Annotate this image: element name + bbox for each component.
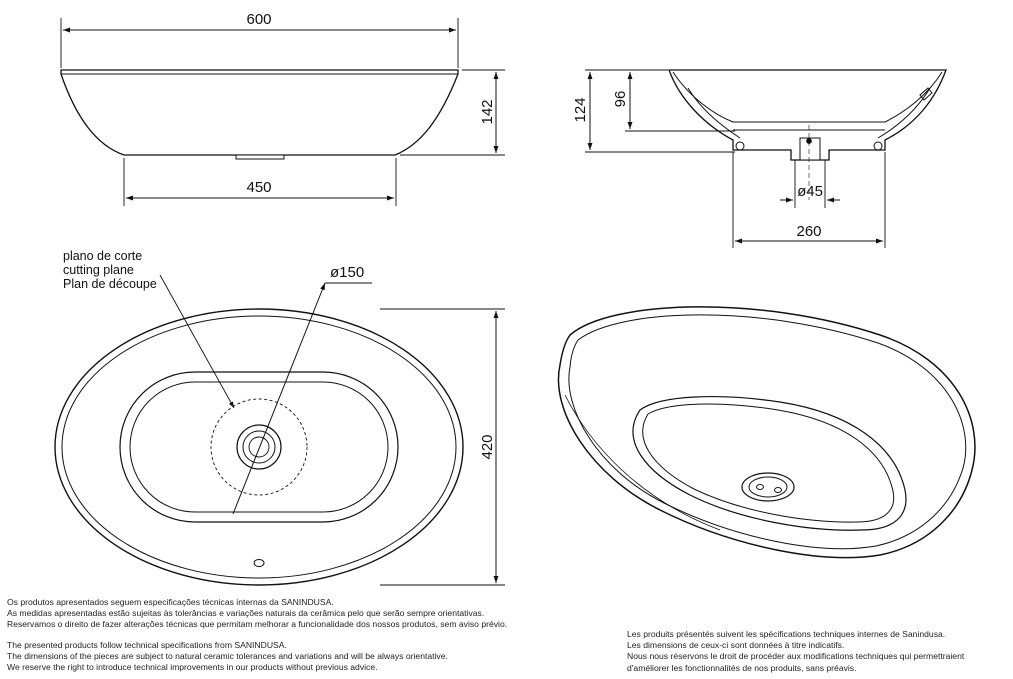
waste-outlet-front [235, 154, 285, 160]
plan-drain-cutting-circle [210, 398, 308, 496]
note-en-1: The presented products follow technical … [7, 639, 287, 650]
note-en-2: The dimensions of the pieces are subject… [7, 650, 448, 661]
plan-view [54, 274, 505, 586]
dimension-260-label: 260 [796, 223, 821, 240]
section-view [585, 69, 947, 248]
drain-diameter-label: ø150 [330, 264, 364, 281]
drain-diameter-leader [232, 282, 326, 515]
dimension-420-label: 420 [479, 434, 496, 459]
perspective-outer-rim [557, 306, 976, 559]
section-waste [799, 137, 821, 161]
note-pt-1: Os produtos apresentados seguem especifi… [7, 597, 334, 607]
section-outer-shell [668, 69, 947, 161]
disclaimer-left: Os produtos apresentados seguem especifi… [7, 597, 507, 673]
perspective-basin-floor [632, 396, 907, 531]
note-fr-3: Nous nous réservons le droit de procéder… [627, 651, 965, 662]
dimension-450-label: 450 [246, 179, 271, 196]
dimension-o45-label: ø45 [797, 183, 823, 200]
cutting-plane-label-fr: Plan de découpe [63, 277, 157, 291]
dimension-600-label: 600 [246, 11, 271, 28]
plan-basin-floor [119, 371, 399, 523]
cutting-plane-label-pt: plano de corte [63, 249, 142, 263]
plan-outer-rim [54, 308, 464, 586]
plan-overflow [253, 559, 265, 567]
dimension-142-label: 142 [479, 99, 496, 124]
note-fr-2: Les dimensions de ceux-ci sont données à… [627, 640, 845, 651]
note-pt-3: Reservamos o direito de fazer alterações… [7, 619, 508, 630]
cutting-plane-label-en: cutting plane [63, 263, 134, 277]
dimension-96-label: 96 [612, 91, 629, 108]
basin-front-outline [60, 69, 459, 156]
plan-drain [236, 424, 282, 470]
note-fr-4: d'améliorer les fonctionnalités de nos p… [627, 662, 857, 673]
note-en-3: We reserve the right to introduce techni… [7, 662, 378, 673]
perspective-drain [741, 472, 795, 502]
section-inner-surface [672, 71, 943, 123]
disclaimer-right: Les produits présentés suivent les spéci… [627, 629, 964, 674]
dimension-124-label: 124 [572, 97, 589, 122]
perspective-view [557, 306, 976, 559]
front-elevation-view [60, 18, 505, 206]
note-fr-1: Les produits présentés suivent les spéci… [627, 629, 946, 639]
note-pt-2: As medidas apresentadas estão sujeitas à… [7, 608, 485, 619]
cutting-plane-leader [159, 274, 235, 409]
